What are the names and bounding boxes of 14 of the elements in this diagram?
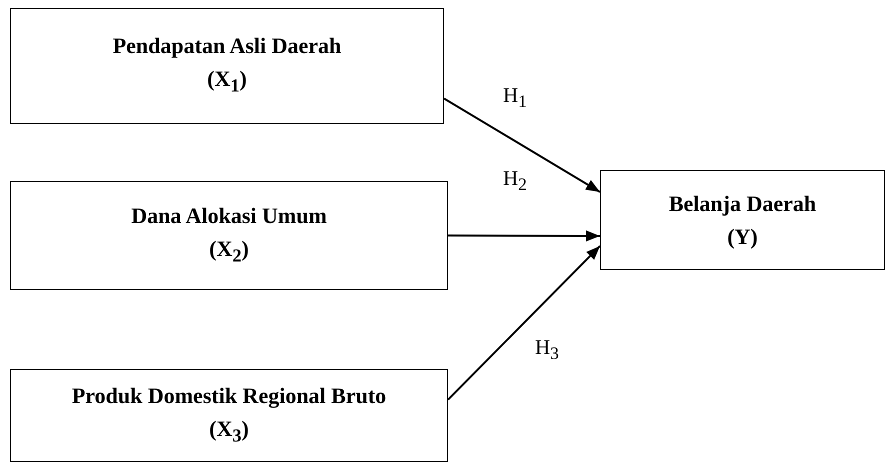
variable-name: Dana Alokasi Umum (X$_{2}$) [130,202,328,268]
arrow [443,98,601,193]
arrow [448,230,600,242]
edge-label: H$_{1}$ [503,83,527,112]
variable-name: Pendapatan Asli Daerah (X$_{1}$) [112,32,342,98]
variable-box [10,181,448,290]
variable-name: Produk Domestik Regional Bruto (X$_{3}$) [70,382,388,448]
variable-box [600,170,885,270]
variable-name: Belanja Daerah (Y) [668,190,818,251]
edge-label: H$_{2}$ [503,166,527,196]
variable-box [10,369,448,462]
edge-label: H$_{3}$ [535,335,559,364]
variable-box [10,8,444,124]
arrow [447,245,601,400]
